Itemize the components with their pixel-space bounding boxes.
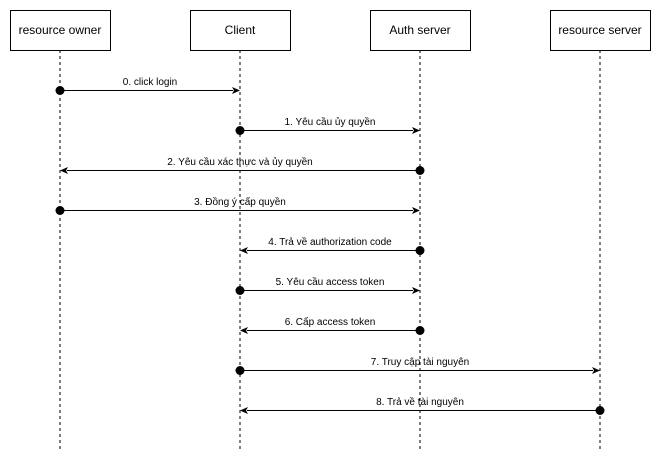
- message-label: 0. click login: [123, 77, 177, 88]
- arrowhead-icon: [232, 87, 240, 94]
- message-start-dot: [235, 126, 245, 135]
- arrowhead-icon: [240, 407, 248, 414]
- arrowhead-icon: [60, 167, 68, 174]
- message-1: 1. Yêu cầu ủy quyền: [235, 116, 420, 135]
- message-start-dot: [235, 366, 245, 375]
- participant-client: Client: [190, 10, 291, 51]
- arrowhead-icon: [240, 327, 248, 334]
- message-label: 4. Trả về authorization code: [268, 236, 392, 248]
- message-start-dot: [415, 166, 425, 175]
- participant-box: [10, 10, 111, 51]
- message-label: 5. Yêu cầu access token: [276, 276, 385, 288]
- message-label: 6. Cấp access token: [285, 316, 376, 328]
- message-2: 2. Yêu cầu xác thực và ủy quyền: [60, 156, 425, 175]
- message-start-dot: [235, 286, 245, 295]
- participant-label: resource owner: [19, 23, 102, 37]
- message-start-dot: [55, 206, 65, 215]
- message-start-dot: [55, 86, 65, 95]
- message-label: 2. Yêu cầu xác thực và ủy quyền: [167, 156, 313, 168]
- arrowhead-icon: [412, 207, 420, 214]
- participant-label: Auth server: [389, 23, 450, 37]
- participant-resource-owner: resource owner: [10, 10, 111, 51]
- message-6: 6. Cấp access token: [240, 316, 425, 335]
- participant-auth-server: Auth server: [370, 10, 471, 51]
- arrowhead-icon: [412, 287, 420, 294]
- message-label: 7. Truy cập tài nguyên: [371, 357, 469, 368]
- participant-resource-server: resource server: [550, 10, 651, 51]
- message-7: 7. Truy cập tài nguyên: [235, 357, 600, 375]
- participant-box: [190, 10, 291, 51]
- message-start-dot: [415, 246, 425, 255]
- message-4: 4. Trả về authorization code: [240, 236, 425, 255]
- participant-label: Client: [225, 23, 256, 37]
- message-label: 8. Trả về tài nguyên: [376, 396, 464, 408]
- arrowhead-icon: [240, 247, 248, 254]
- message-3: 3. Đồng ý cấp quyền: [55, 196, 420, 215]
- participants: resource owner Client Auth server resource …: [10, 10, 651, 51]
- message-label: 1. Yêu cầu ủy quyền: [285, 116, 376, 128]
- message-0: 0. click login: [55, 77, 240, 95]
- arrowhead-icon: [412, 127, 420, 134]
- participant-label: resource server: [558, 23, 641, 37]
- message-start-dot: [595, 406, 605, 415]
- participant-box: [370, 10, 471, 51]
- message-5: 5. Yêu cầu access token: [235, 276, 420, 295]
- message-start-dot: [415, 326, 425, 335]
- arrowhead-icon: [592, 367, 600, 374]
- message-label: 3. Đồng ý cấp quyền: [194, 196, 286, 208]
- participant-box: [550, 10, 651, 51]
- message-8: 8. Trả về tài nguyên: [240, 396, 605, 415]
- messages: 0. click login 1. Yêu cầu ủy quyền 2. Yêu …: [55, 77, 605, 415]
